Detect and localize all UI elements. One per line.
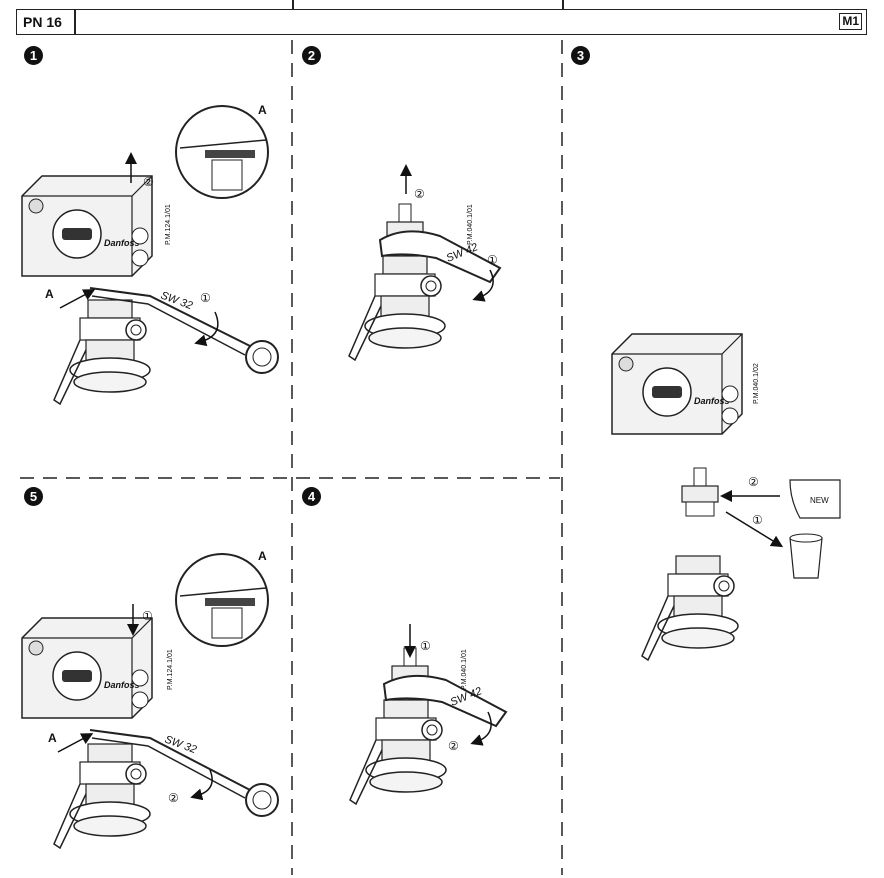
step-2-illustration xyxy=(348,164,502,361)
step-3-code: P.M.040.1/02 xyxy=(753,363,760,404)
step-2-arrow-a: ① xyxy=(487,253,498,267)
step-1-code: P.M.124.1/01 xyxy=(165,204,172,245)
step-2-code: P.M.040.1/01 xyxy=(467,204,474,245)
top-divider-left xyxy=(292,0,294,9)
step-5-illustration xyxy=(21,553,279,849)
step-4-arrow-a: ① xyxy=(420,639,431,653)
header-divider xyxy=(74,10,76,34)
step-5-code: P.M.124.1/01 xyxy=(167,649,174,690)
step-5-arrow-a: ① xyxy=(142,609,153,623)
step-2-arrow-b: ② xyxy=(414,187,425,201)
step-3-new-label: NEW xyxy=(810,496,829,505)
step-1-detail-label: A xyxy=(258,103,267,117)
step-5-pointer-label: A xyxy=(48,731,57,745)
top-divider-right xyxy=(562,0,564,9)
step-1-arrow-a: ① xyxy=(200,291,211,305)
step-2-number: 2 xyxy=(302,46,321,65)
step-3-number: 3 xyxy=(571,46,590,65)
step-4-code: P.M.040.1/01 xyxy=(461,649,468,690)
step-3-arrow-b: ② xyxy=(748,475,759,489)
step-5-wrench-label: SW 32 xyxy=(163,734,198,757)
step-4-number: 4 xyxy=(302,487,321,506)
step-1-pointer-label: A xyxy=(45,287,54,301)
badge-m1: M1 xyxy=(839,13,862,30)
step-5-detail-label: A xyxy=(258,549,267,563)
pn-label: PN 16 xyxy=(23,14,62,30)
step-1-arrow-b: ② xyxy=(143,175,154,189)
step-3-arrow-a: ① xyxy=(752,513,763,527)
step-5-number: 5 xyxy=(24,487,43,506)
step-4-illustration xyxy=(349,624,508,805)
step-3-illustration xyxy=(611,333,841,661)
dashed-dividers xyxy=(20,40,563,875)
step-1-illustration xyxy=(21,105,279,405)
step-4-arrow-b: ② xyxy=(448,739,459,753)
step-1-number: 1 xyxy=(24,46,43,65)
step-5-arrow-b: ② xyxy=(168,791,179,805)
header-bar: PN 16 M1 xyxy=(16,9,867,35)
